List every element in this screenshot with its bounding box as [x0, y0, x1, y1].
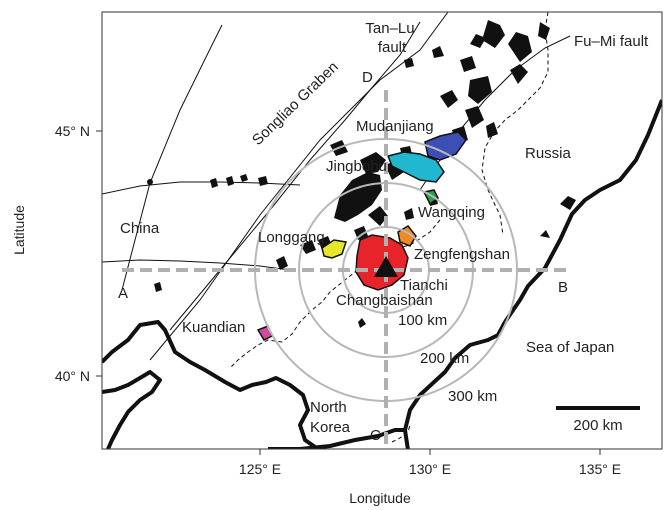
y-tick-45: 45° N	[55, 123, 90, 139]
label-russia: Russia	[525, 145, 572, 162]
axis-ticks	[96, 130, 601, 455]
fault-node	[147, 179, 153, 185]
y-tick-40: 40° N	[55, 368, 90, 384]
label-jingbohu: Jingbohu	[326, 158, 387, 175]
songliao-graben-south-2	[102, 259, 291, 271]
coastline-east	[503, 99, 662, 324]
fault-tanlu	[149, 12, 449, 361]
field-jingbohu	[386, 151, 445, 183]
y-axis-title: Latitude	[11, 205, 27, 255]
island	[560, 196, 576, 210]
label-b: B	[558, 279, 568, 296]
map-frame	[101, 11, 663, 450]
label-fumi-fault: Fu–Mi fault	[574, 33, 649, 50]
label-a: A	[118, 285, 128, 302]
label-100km: 100 km	[398, 312, 447, 329]
label-tianchi: Tianchi	[400, 277, 448, 294]
x-tick-125: 125° E	[239, 461, 281, 477]
x-tick-130: 130° E	[409, 461, 451, 477]
fault-tanlu-west	[169, 21, 421, 331]
label-200km: 200 km	[420, 350, 469, 367]
tianchi-volcano-triangle	[374, 256, 398, 277]
label-china: China	[120, 220, 160, 237]
field-longgang	[321, 239, 347, 259]
coastline-bay	[102, 370, 162, 449]
label-tanlu-fault: fault	[378, 39, 407, 56]
coastline-korea-east	[403, 321, 507, 449]
x-tick-135: 135° E	[579, 461, 621, 477]
map-background	[102, 12, 662, 449]
label-changbaishan: Changbaishan	[336, 292, 433, 309]
border-china-russia	[481, 12, 549, 236]
label-north: North	[310, 399, 347, 416]
label-zengfengshan: Zengfengshan	[414, 246, 510, 263]
label-sea-of-japan: Sea of Japan	[526, 339, 614, 356]
label-longgang: Longgang	[258, 229, 325, 246]
label-scale: 200 km	[573, 417, 622, 434]
label-c: C	[370, 427, 381, 444]
x-axis-title: Longitude	[349, 490, 411, 506]
field-mudanjiang	[424, 131, 467, 161]
label-wangqing: Wangqing	[418, 204, 485, 221]
coastline-korea-west	[102, 320, 320, 449]
volcanic-fields	[154, 20, 550, 328]
coastline-south	[268, 428, 405, 449]
label-kuandian: Kuandian	[182, 319, 245, 336]
label-tanlu: Tan–Lu	[365, 20, 414, 37]
label-300km: 300 km	[448, 388, 497, 405]
songliao-graben-west	[121, 24, 223, 291]
island	[540, 230, 550, 238]
label-d: D	[362, 69, 373, 86]
border-korea-south	[391, 424, 411, 443]
label-korea: Korea	[310, 419, 351, 436]
label-mudanjiang: Mudanjiang	[356, 118, 434, 135]
